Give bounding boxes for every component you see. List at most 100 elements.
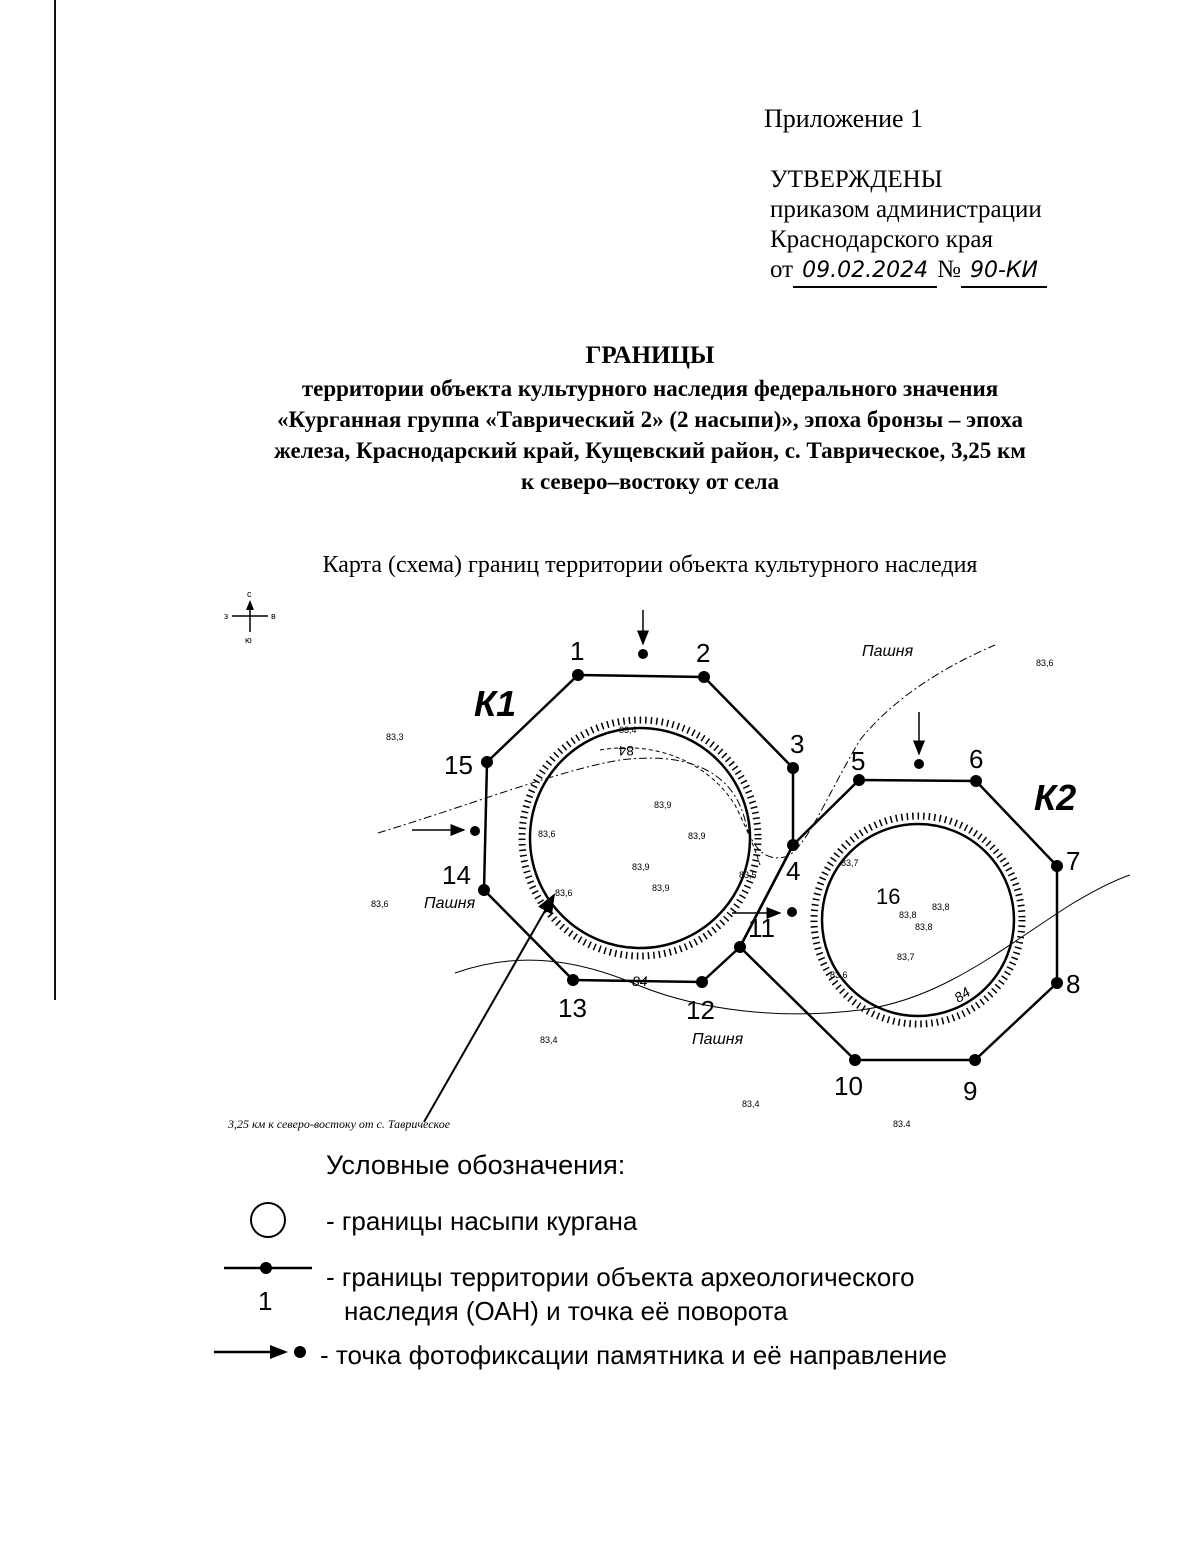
photo-point-1 bbox=[638, 649, 648, 659]
elevation-mark: 83,3 bbox=[386, 732, 404, 742]
turning-point-4 bbox=[787, 839, 799, 851]
elevation-mark: 83,9 bbox=[688, 831, 706, 841]
elevation-mark: 83,4 bbox=[619, 725, 637, 735]
compass-west: з bbox=[224, 611, 228, 621]
mound-label-k1: К1 bbox=[474, 683, 516, 724]
map-caption: Карта (схема) границ территории объекта … bbox=[322, 552, 978, 578]
elevation-mark: 83,9 bbox=[652, 883, 670, 893]
point-label-10: 10 bbox=[834, 1071, 863, 1101]
mound-label-k2: К2 bbox=[1034, 777, 1076, 818]
point-label-5: 5 bbox=[851, 746, 865, 776]
point-label-11: 11 bbox=[748, 913, 775, 943]
contour-label-3: 84 bbox=[951, 984, 973, 1006]
turning-point-14 bbox=[478, 884, 490, 896]
turning-point-8 bbox=[1051, 977, 1063, 989]
handwritten-number: 90-КИ bbox=[960, 256, 1047, 288]
compass-east: в bbox=[271, 611, 276, 621]
title-line-1: территории объекта культурного наследия … bbox=[301, 376, 999, 401]
handwritten-date: 09.02.2024 bbox=[793, 256, 938, 288]
turning-point-11 bbox=[734, 941, 746, 953]
elevation-mark: 83,6 bbox=[1036, 658, 1054, 668]
point-label-12: 12 bbox=[686, 995, 715, 1025]
elevation-mark: 83,7 bbox=[897, 952, 915, 962]
elevation-mark: 83,6 bbox=[538, 829, 556, 839]
turning-point-6 bbox=[970, 775, 982, 787]
elevation-mark: 83,4 bbox=[742, 1099, 760, 1109]
boundary-k2 bbox=[738, 778, 1059, 1062]
legend-photo-text: - точка фотофиксации памятника и её напр… bbox=[320, 1340, 947, 1370]
elevation-mark: 83,6 bbox=[830, 970, 848, 980]
mound-k1-circle bbox=[518, 716, 762, 960]
turning-point-3 bbox=[787, 762, 799, 774]
point-label-3: 3 bbox=[790, 729, 804, 759]
turning-point-labels: 1 2 3 4 5 6 7 8 9 10 11 12 13 14 15 bbox=[442, 636, 1080, 1106]
photo-point-4 bbox=[787, 907, 797, 917]
compass-north: с bbox=[247, 590, 252, 599]
field-label-2: Пашня bbox=[424, 895, 476, 912]
elevation-mark: 83,9 bbox=[632, 862, 650, 872]
photo-point-3 bbox=[470, 826, 480, 836]
document-title: ГРАНИЦЫ территории объекта культурного н… bbox=[200, 340, 1100, 497]
point-label-7: 7 bbox=[1066, 846, 1080, 876]
point-label-9: 9 bbox=[963, 1076, 977, 1106]
point-label-1: 1 bbox=[570, 636, 584, 666]
point-label-13: 13 bbox=[558, 993, 587, 1023]
elevation-mark: 83,6 bbox=[371, 899, 389, 909]
legend-mound-icon bbox=[250, 1202, 286, 1238]
elevation-mark: 83,8 bbox=[915, 922, 933, 932]
contour-label-2: 84 bbox=[632, 973, 648, 989]
legend-boundary-icon bbox=[224, 1262, 312, 1274]
title-line-4: к северо–востоку от села bbox=[520, 469, 780, 494]
legend-title: Условные обозначения: bbox=[326, 1150, 626, 1180]
number-label: № bbox=[937, 256, 961, 283]
turning-point-5 bbox=[853, 774, 865, 786]
title-line-3: железа, Краснодарский край, Кущевский ра… bbox=[274, 438, 1026, 463]
turning-point-9 bbox=[969, 1054, 981, 1066]
elevation-mark: 83,4 bbox=[540, 1035, 558, 1045]
boundary-map: с ю з в 1 2 bbox=[224, 590, 1131, 1131]
compass-south: ю bbox=[245, 635, 252, 645]
point-label-8: 8 bbox=[1066, 969, 1080, 999]
approval-by-order: приказом администрации bbox=[770, 196, 1042, 223]
title-line-2: «Курганная группа «Таврический 2» (2 нас… bbox=[277, 407, 1023, 432]
point-label-14: 14 bbox=[442, 860, 471, 890]
boundary-k1 bbox=[482, 673, 795, 984]
elevation-mark: 83,6 bbox=[555, 888, 573, 898]
elevation-mark: 83,8 bbox=[899, 910, 917, 920]
location-arrow bbox=[423, 893, 555, 1123]
legend-boundary-text-1: - границы территории объекта археологиче… bbox=[326, 1262, 915, 1292]
contour-label-1: 84 bbox=[618, 743, 634, 759]
approval-block: УТВЕРЖДЕНЫ приказом администрации Красно… bbox=[770, 165, 1047, 288]
appendix-label: Приложение 1 bbox=[764, 104, 924, 133]
elevation-mark: 83.4 bbox=[893, 1119, 911, 1129]
turning-points bbox=[478, 669, 1063, 1066]
elevation-mark: 83,9 bbox=[654, 800, 672, 810]
field-label-1: Пашня bbox=[862, 643, 914, 660]
scan-edge-line bbox=[54, 0, 56, 1000]
compass-icon: с ю з в bbox=[224, 590, 276, 645]
elevation-mark: 83,7 bbox=[841, 858, 859, 868]
legend-mound-text: - границы насыпи кургана bbox=[326, 1206, 638, 1236]
point-label-6: 6 bbox=[969, 744, 983, 774]
elevation-marks: 83,3 83,6 83,6 83,4 83,4 83.4 83,6 83,4 … bbox=[371, 658, 1054, 1129]
turning-point-10 bbox=[849, 1054, 861, 1066]
approval-title: УТВЕРЖДЕНЫ bbox=[770, 166, 943, 193]
title-main: ГРАНИЦЫ bbox=[585, 342, 715, 369]
turning-point-7 bbox=[1051, 860, 1063, 872]
turning-point-12 bbox=[696, 976, 708, 988]
turning-point-1 bbox=[572, 669, 584, 681]
contour-lines bbox=[377, 644, 1131, 1015]
elevation-mark: 83,8 bbox=[932, 902, 950, 912]
mound-k2-circle bbox=[810, 812, 1026, 1028]
photo-points bbox=[412, 610, 925, 919]
field-label-3: Пашня bbox=[692, 1031, 744, 1048]
turning-point-2 bbox=[698, 671, 710, 683]
point-label-15: 15 bbox=[444, 750, 473, 780]
elevation-mark: 83,5 bbox=[739, 870, 757, 880]
approval-region: Краснодарского края bbox=[770, 226, 993, 253]
point-label-2: 2 bbox=[696, 638, 710, 668]
photo-point-2 bbox=[914, 759, 924, 769]
turning-point-15 bbox=[481, 756, 493, 768]
point-label-4: 4 bbox=[786, 856, 800, 886]
